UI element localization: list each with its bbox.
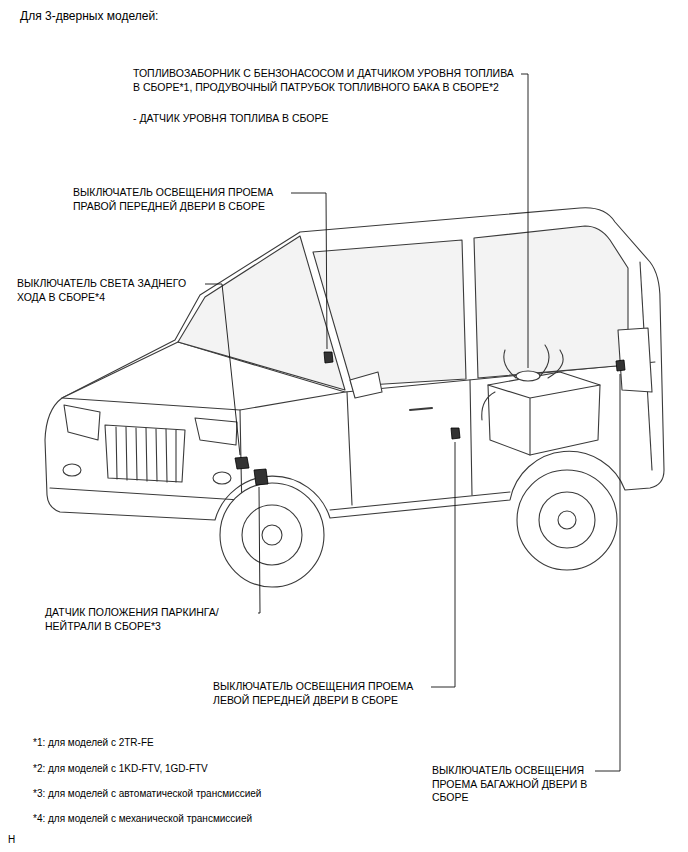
headlight	[64, 405, 100, 440]
leader-line	[291, 193, 327, 349]
part-label: ДАТЧИК ПОЛОЖЕНИЯ ПАРКИНГА/ НЕЙТРАЛИ В СБ…	[45, 606, 255, 633]
fuel-pump-flange	[516, 371, 540, 381]
part-label: ВЫКЛЮЧАТЕЛЬ ОСВЕЩЕНИЯ ПРОЕМА ЛЕВОЙ ПЕРЕД…	[213, 680, 428, 707]
door-handle	[410, 408, 432, 410]
part-label: ВЫКЛЮЧАТЕЛЬ СВЕТА ЗАДНЕГО ХОДА В СБОРЕ*4	[17, 277, 202, 304]
leader-line	[521, 74, 528, 368]
front-rim	[242, 505, 302, 565]
part-label: ВЫКЛЮЧАТЕЛЬ ОСВЕЩЕНИЯ ПРОЕМА БАГАЖНОЙ ДВ…	[432, 764, 592, 805]
fuel-tank	[488, 372, 600, 455]
diagram-title: Для 3-дверных моделей:	[20, 10, 158, 24]
fuel-hoses	[482, 345, 563, 420]
park-neutral-sensor-symbol	[254, 469, 268, 485]
fuel-tank-edge	[488, 385, 600, 455]
front-tire	[220, 483, 324, 587]
door-switch-symbol	[451, 428, 460, 439]
bumper-line	[50, 488, 240, 500]
side-sill	[330, 492, 510, 510]
headlight	[195, 418, 237, 445]
footnote: *4: для моделей с механической трансмисс…	[33, 812, 252, 826]
part-label: ВЫКЛЮЧАТЕЛЬ ОСВЕЩЕНИЯ ПРОЕМА ПРАВОЙ ПЕРЕ…	[73, 186, 288, 213]
rear-hub	[558, 511, 576, 529]
fog-light	[213, 472, 231, 484]
footnote: *3: для моделей с автоматической трансми…	[33, 787, 261, 801]
door-switch-symbol	[324, 352, 333, 363]
rear-tire	[517, 470, 617, 570]
grille-slats	[116, 427, 176, 482]
footnote: *2: для моделей с 1KD-FTV, 1GD-FTV	[33, 762, 208, 776]
fog-light	[63, 464, 81, 476]
part-label: - ДАТЧИК УРОВНЯ ТОПЛИВА В СБОРЕ	[133, 112, 329, 126]
part-label: ТОПЛИВОЗАБОРНИК С БЕНЗОНАСОСОМ И ДАТЧИКО…	[133, 67, 518, 94]
side-mirror	[350, 372, 382, 398]
back-door-switch-symbol	[616, 360, 625, 371]
leader-line	[205, 284, 240, 455]
front-hub	[262, 525, 282, 545]
door-lines	[347, 380, 472, 505]
grille	[105, 425, 185, 482]
figure-code: H	[8, 833, 15, 847]
rear-side-window	[474, 226, 628, 378]
leader-line	[595, 374, 620, 771]
front-door-window	[313, 240, 466, 386]
leader-line	[431, 442, 455, 687]
rear-rim	[539, 492, 595, 548]
footnote: *1: для моделей с 2TR-FE	[33, 736, 154, 750]
leader-line	[258, 487, 260, 613]
reverse-switch-symbol	[235, 457, 249, 469]
